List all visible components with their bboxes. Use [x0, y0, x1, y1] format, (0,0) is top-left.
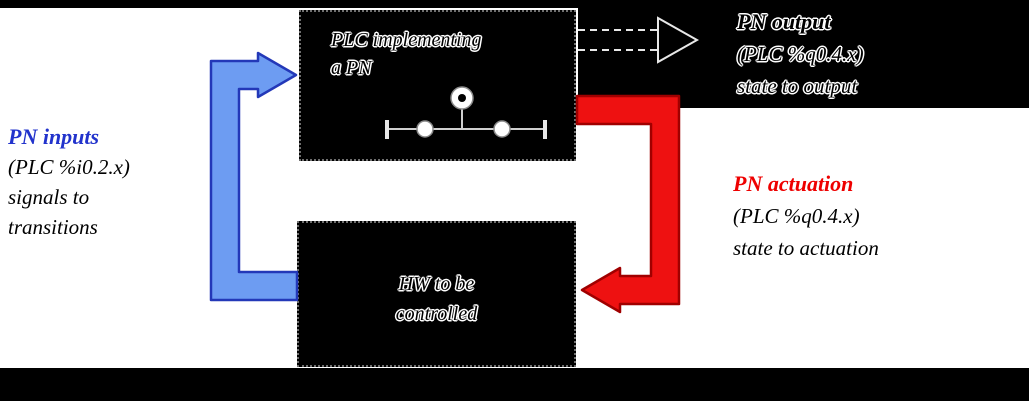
pn-output-label: PN output (PLC %q0.4.x) state to output — [737, 6, 864, 102]
pn-output-line3: state to output — [737, 74, 858, 98]
pn-output-title: PN output — [737, 9, 831, 34]
plc-box-label: PLC implementing a PN — [331, 26, 482, 82]
plc-box-label-line1: PLC implementing — [331, 29, 482, 51]
hw-box: HW to be controlled — [297, 221, 576, 367]
petri-net-icon — [385, 86, 547, 139]
hw-box-label-line1: HW to be — [398, 273, 475, 295]
plc-box-label-line2: a PN — [331, 57, 372, 79]
pn-inputs-label: PN inputs (PLC %i0.2.x) signals to trans… — [8, 122, 130, 242]
pn-output-arrow — [578, 16, 700, 64]
pn-inputs-arrow — [209, 51, 299, 302]
pn-inputs-line3: signals to — [8, 185, 90, 209]
pn-actuation-label: PN actuation (PLC %q0.4.x) state to actu… — [733, 168, 879, 264]
hw-box-label-line2: controlled — [395, 303, 478, 325]
pn-actuation-line3: state to actuation — [733, 236, 879, 260]
pn-inputs-line4: transitions — [8, 215, 98, 239]
pn-actuation-line2: (PLC %q0.4.x) — [733, 204, 860, 228]
hw-box-label: HW to be controlled — [299, 269, 574, 329]
pn-actuation-title: PN actuation — [733, 171, 854, 196]
pn-inputs-title: PN inputs — [8, 124, 100, 149]
pn-output-line2: (PLC %q0.4.x) — [737, 42, 864, 66]
plc-box: PLC implementing a PN — [299, 10, 576, 161]
pn-inputs-line2: (PLC %i0.2.x) — [8, 155, 130, 179]
pn-actuation-arrow — [575, 94, 681, 314]
